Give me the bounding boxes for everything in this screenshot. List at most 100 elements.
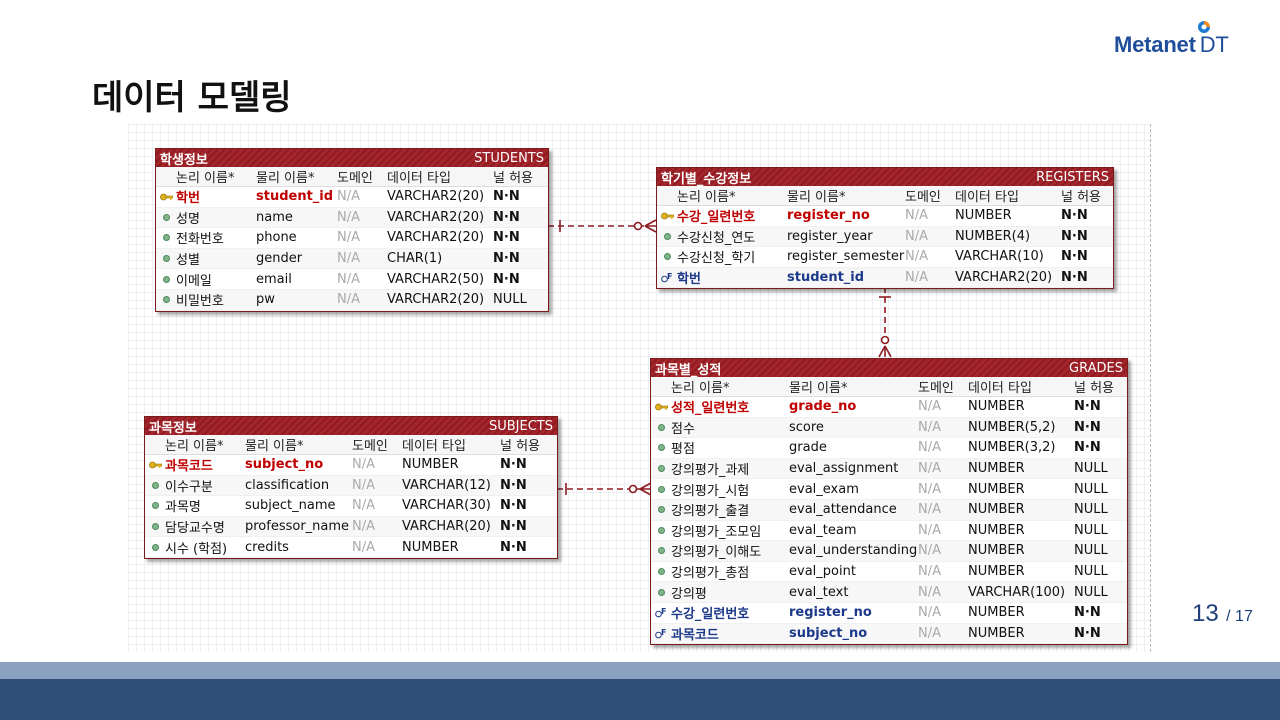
attribute-dot-icon — [156, 234, 176, 242]
attribute-datatype: NUMBER — [968, 481, 1025, 497]
attribute-dot — [657, 423, 665, 431]
attribute-logical-name: 성별 — [176, 253, 200, 269]
attribute-dot-icon — [651, 506, 671, 514]
page-current: 13 — [1192, 600, 1219, 627]
logo-mark-icon — [1198, 21, 1210, 33]
attribute-logical-name: 과목코드 — [165, 459, 213, 475]
attribute-dot — [162, 234, 170, 242]
attribute-logical-name: 과목명 — [165, 500, 201, 516]
attribute-nullable: NULL — [1074, 584, 1108, 600]
footer-band-light — [0, 662, 1280, 679]
attribute-domain: N/A — [918, 522, 941, 538]
attribute-datatype: CHAR(1) — [387, 251, 443, 267]
attribute-datatype: NUMBER — [968, 543, 1025, 559]
attribute-nullable: NULL — [1074, 543, 1108, 559]
attribute-datatype: NUMBER — [402, 457, 459, 473]
attribute-dot — [657, 444, 665, 452]
attribute-datatype: VARCHAR(30) — [402, 498, 491, 514]
attribute-dot-icon — [651, 444, 671, 452]
attribute-dot — [657, 526, 665, 534]
attribute-physical-name: grade_no — [789, 399, 857, 415]
column-header-nullable: 널 허용 — [1074, 381, 1115, 396]
column-header-nullable: 널 허용 — [493, 171, 534, 186]
attribute-logical-name: 학번 — [677, 272, 701, 288]
attribute-logical-name: 성적_일련번호 — [671, 401, 750, 417]
attribute-physical-name: classification — [245, 477, 330, 493]
entity-header[interactable]: 학생정보 STUDENTS — [156, 149, 548, 168]
entity-physical-name: REGISTERS — [1036, 169, 1109, 185]
attribute-dot — [151, 502, 159, 510]
attribute-domain: N/A — [918, 399, 941, 415]
attribute-nullable: N·N — [500, 519, 527, 535]
column-header-physical: 물리 이름* — [789, 381, 848, 396]
attribute-dot — [151, 481, 159, 489]
attribute-dot-icon — [145, 543, 165, 551]
attribute-domain: N/A — [918, 440, 941, 456]
attribute-datatype: VARCHAR(100) — [968, 584, 1066, 600]
attribute-nullable: N·N — [1061, 208, 1088, 224]
attribute-nullable: N·N — [1061, 270, 1088, 286]
attribute-datatype: VARCHAR2(20) — [387, 189, 485, 205]
attribute-logical-name: 과목코드 — [671, 627, 719, 643]
attribute-nullable: N·N — [500, 498, 527, 514]
attribute-domain: N/A — [918, 419, 941, 435]
column-header-logical: 논리 이름* — [176, 171, 235, 186]
attribute-domain: N/A — [352, 477, 375, 493]
attribute-physical-name: eval_point — [789, 564, 856, 580]
entity-logical-name: 학생정보 — [160, 152, 208, 168]
attribute-nullable: N·N — [1074, 399, 1101, 415]
attribute-dot — [162, 255, 170, 263]
svg-text:F: F — [661, 628, 666, 637]
attribute-dot-icon — [156, 213, 176, 221]
entity-physical-name: STUDENTS — [474, 150, 544, 166]
page-total-label: / 17 — [1221, 608, 1253, 625]
primary-key-icon — [657, 212, 677, 220]
attribute-logical-name: 수강신청_학기 — [677, 251, 756, 267]
attribute-nullable: N·N — [1074, 625, 1101, 641]
svg-text:F: F — [661, 607, 666, 616]
attribute-dot — [657, 485, 665, 493]
foreign-key-icon: F — [651, 628, 671, 639]
column-header-domain: 도메인 — [905, 190, 941, 205]
attribute-logical-name: 비밀번호 — [176, 294, 224, 310]
svg-text:F: F — [667, 272, 672, 281]
